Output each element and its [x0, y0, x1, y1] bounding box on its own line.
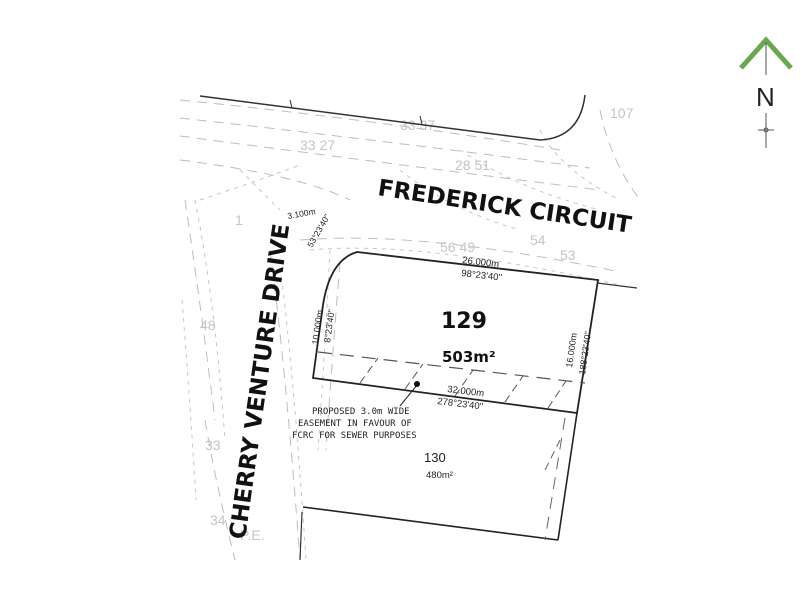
- lot-130-area: 480m²: [426, 470, 453, 481]
- road-boundaries: [199, 94, 638, 561]
- lot-129-top-bearing: 98°23'40": [461, 268, 503, 284]
- lot-129-number: 129: [441, 309, 487, 334]
- svg-text:56 49: 56 49: [440, 239, 475, 255]
- lot-129-left-bearing: 8°23'40": [322, 309, 337, 344]
- easement-note-line-2: EASEMENT IN FAVOUR OF: [298, 419, 412, 429]
- svg-text:28 51: 28 51: [455, 157, 490, 173]
- svg-text:33 37: 33 37: [400, 117, 435, 133]
- easement-note-line-1: PROPOSED 3.0m WIDE: [312, 407, 410, 417]
- north-arrow-icon: [739, 36, 793, 148]
- easement-note: PROPOSED 3.0m WIDE EASEMENT IN FAVOUR OF…: [292, 407, 417, 441]
- svg-text:33: 33: [205, 437, 221, 453]
- svg-text:33 27: 33 27: [300, 137, 335, 153]
- corner-truncation-distance: 3.100m: [287, 206, 317, 221]
- svg-text:53: 53: [560, 247, 576, 263]
- easement-note-line-3: FCRC FOR SEWER PURPOSES: [292, 431, 417, 441]
- contour-lines: [179, 99, 641, 561]
- svg-text:34: 34: [210, 512, 226, 528]
- svg-text:1: 1: [235, 212, 243, 228]
- lot-130-number: 130: [424, 450, 446, 465]
- corner-truncation-bearing: 53°23'40": [305, 212, 332, 249]
- lot-129-boundary: [311, 251, 600, 415]
- lot-129-area: 503m²: [442, 348, 496, 366]
- lot-129-right-bearing: 188°23'40": [577, 331, 593, 376]
- lot-129-right-distance: 16.000m: [564, 332, 579, 368]
- svg-text:107: 107: [610, 105, 634, 121]
- svg-text:P.E.: P.E.: [240, 527, 265, 543]
- svg-text:48: 48: [200, 317, 216, 333]
- lot-129-left-distance: 10.000m: [310, 309, 325, 345]
- easement-leader: [399, 381, 420, 407]
- lot-129-top-distance: 26.000m: [462, 255, 500, 270]
- faint-survey-figures: 107 33 37 33 27 28 51 54 56 49 48 33 34 …: [200, 105, 634, 543]
- lot-130-boundary: [302, 412, 578, 541]
- street-frederick-circuit: FREDERICK CIRCUIT: [376, 175, 633, 239]
- north-label: N: [756, 82, 775, 112]
- svg-text:54: 54: [530, 232, 546, 248]
- street-cherry-venture-drive: CHERRY VENTURE DRIVE: [225, 222, 295, 541]
- lot-129-bottom-distance: 32.000m: [447, 384, 485, 399]
